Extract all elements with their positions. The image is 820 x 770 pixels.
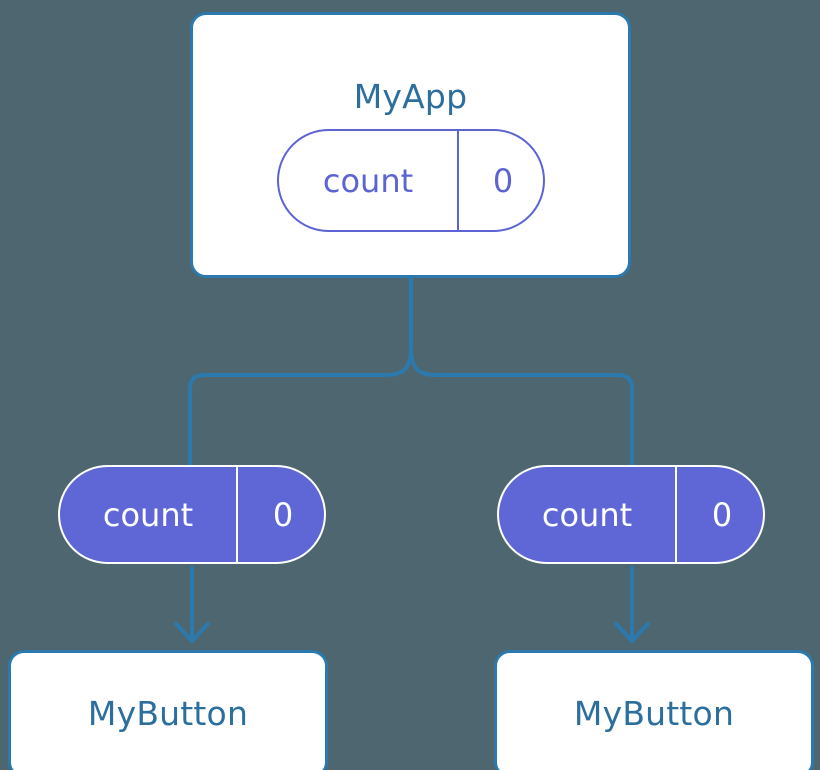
state-pill-myapp[interactable]: count 0 — [277, 129, 545, 232]
branch-line-right — [409, 345, 634, 472]
prop-value-label: 0 — [236, 467, 324, 562]
state-key-label: count — [322, 161, 414, 200]
component-box-mybutton-left[interactable]: MyButton — [8, 650, 328, 770]
arrow-head-left — [174, 622, 210, 643]
state-value-label: 0 — [457, 131, 543, 230]
prop-pill-left[interactable]: count 0 — [58, 465, 326, 564]
component-box-mybutton-right[interactable]: MyButton — [494, 650, 814, 770]
arrow-head-right — [614, 622, 650, 643]
prop-key-label: count — [102, 495, 194, 534]
component-label-myapp: MyApp — [353, 77, 468, 116]
component-label-mybutton-left: MyButton — [87, 694, 249, 733]
branch-line-left — [188, 345, 413, 472]
prop-value-label: 0 — [675, 467, 763, 562]
component-label-mybutton-right: MyButton — [573, 694, 735, 733]
prop-key-label: count — [541, 495, 633, 534]
prop-pill-right[interactable]: count 0 — [497, 465, 765, 564]
